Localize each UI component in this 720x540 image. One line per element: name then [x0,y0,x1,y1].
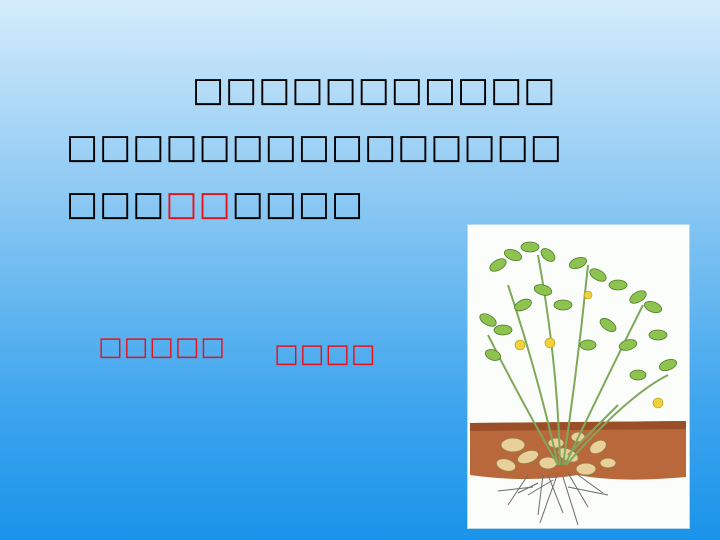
text-line-2: □□□□□□□□□□□□□□□ [66,127,563,167]
text-line-3: □□□□□□□□□ [66,184,364,224]
peanut-plant-image [468,225,689,528]
text-line-1: □□□□□□□□□□□ [192,70,557,110]
highlighted-word: □□ [165,184,232,224]
peanut-plant-illustration [470,241,686,526]
text-line-3-start: □□□ [66,184,166,224]
text-line-3-end: □□□□ [231,184,365,224]
red-label-1: □□□□□ [98,332,226,362]
red-label-2: □□□□ [274,339,377,369]
